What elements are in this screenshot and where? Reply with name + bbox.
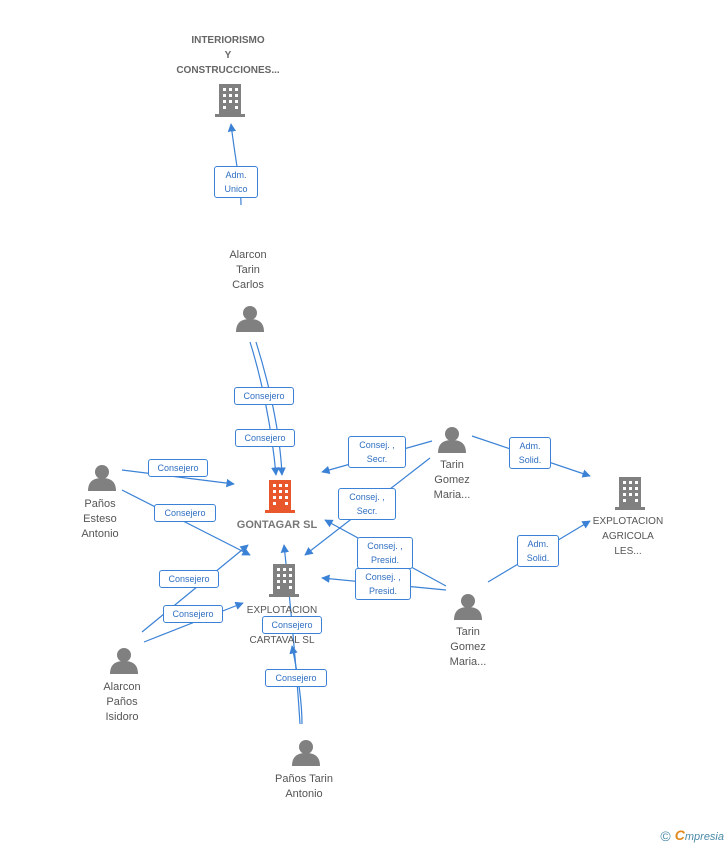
edge-consejero-5 [141, 544, 249, 633]
edge-label-line: Consej. , [349, 492, 385, 502]
label-line: INTERIORISMO [191, 35, 265, 46]
empresia-logo: ©Cmpresia [660, 827, 724, 844]
edge-label-line: Consejero [275, 673, 317, 683]
label-line: Alarcon [103, 681, 141, 693]
person-icon [438, 427, 466, 453]
label-line: EXPLOTACION [246, 605, 318, 616]
copyright-symbol: © [660, 828, 671, 844]
edge-label-line: Adm. [225, 170, 247, 180]
node-panos-esteso-label[interactable]: Paños Esteso Antonio [60, 497, 140, 542]
edge-label-line: Consej. , [359, 440, 395, 450]
label-line: LES... [614, 546, 642, 557]
label-line: GONTAGAR SL [236, 519, 318, 531]
edge-label-consej-presid-1[interactable]: Consej. , Presid. [357, 537, 413, 569]
edge-label-consejero-7[interactable]: Consejero [262, 616, 322, 634]
edge-label-line: Unico [224, 184, 248, 194]
edge-label-adm-solid-2[interactable]: Adm. Solid. [517, 535, 559, 567]
label-line: Tarin [440, 459, 464, 471]
edge-label-line: Consej. , [365, 572, 401, 582]
edge-label-line: Presid. [368, 586, 397, 596]
edge-label-line: Consejero [172, 609, 214, 619]
edge-label-line: Consejero [168, 574, 210, 584]
label-line: Carlos [232, 279, 264, 291]
edge-consejero-4 [121, 489, 251, 556]
edge-label-line: Secr. [356, 506, 378, 516]
edge-label-line: Adm. [527, 539, 549, 549]
label-line: Paños [106, 696, 138, 708]
node-interiorismo-label[interactable]: INTERIORISMO Y CONSTRUCCIONES... [158, 33, 298, 78]
edge-label-consej-secr-1[interactable]: Consej. , Secr. [348, 436, 406, 468]
edge-label-line: Solid. [526, 553, 550, 563]
label-line: Paños [84, 498, 116, 510]
person-icon [110, 648, 138, 674]
edge-label-adm-unico[interactable]: Adm. Unico [214, 166, 258, 198]
brand-name: mpresia [684, 831, 724, 843]
label-line: Y [224, 50, 232, 61]
edge-label-consejero-8[interactable]: Consejero [265, 669, 327, 687]
label-line: AGRICOLA [602, 531, 654, 542]
edge-label-line: Presid. [370, 555, 399, 565]
label-line: Esteso [83, 513, 117, 525]
node-tarin-gomez-2-label[interactable]: Tarin Gomez Maria... [428, 625, 508, 670]
label-line: Antonio [81, 528, 119, 540]
label-line: CARTAVAL SL [249, 635, 315, 646]
edge-label-line: Secr. [366, 454, 388, 464]
node-alarcon-isidoro-label[interactable]: Alarcon Paños Isidoro [82, 680, 162, 725]
edge-label-line: Adm. [519, 441, 541, 451]
brand-initial: C [674, 827, 685, 843]
edge-label-consej-presid-2[interactable]: Consej. , Presid. [355, 568, 411, 600]
label-line: Gomez [450, 641, 486, 653]
label-line: Gomez [434, 474, 470, 486]
edge-label-consejero-5[interactable]: Consejero [159, 570, 219, 588]
edge-label-consej-secr-2[interactable]: Consej. , Secr. [338, 488, 396, 520]
edge-label-line: Consejero [157, 463, 199, 473]
edge-label-adm-solid-1[interactable]: Adm. Solid. [509, 437, 551, 469]
edge-label-line: Consejero [271, 620, 313, 630]
edge-label-line: Solid. [518, 455, 542, 465]
node-tarin-gomez-1-label[interactable]: Tarin Gomez Maria... [412, 458, 492, 503]
label-line: Paños Tarin [275, 773, 333, 785]
edge-label-line: Consej. , [367, 541, 403, 551]
label-line: Antonio [285, 788, 323, 800]
node-gontagar-label[interactable]: GONTAGAR SL [222, 518, 332, 533]
edge-label-line: Consejero [164, 508, 206, 518]
label-line: EXPLOTACION [592, 516, 664, 527]
label-line: CONSTRUCCIONES... [176, 65, 280, 76]
edge-consejero-3 [121, 469, 235, 488]
person-icon [292, 740, 320, 766]
edge-label-consejero-3[interactable]: Consejero [148, 459, 208, 477]
edge-label-consejero-2[interactable]: Consejero [235, 429, 295, 447]
label-line: Tarin [236, 264, 260, 276]
person-icon [236, 306, 264, 332]
person-icon [88, 465, 116, 491]
building-icon [215, 84, 245, 117]
label-line: Isidoro [105, 711, 139, 723]
node-explotacion-les-label[interactable]: EXPLOTACION AGRICOLA LES... [582, 514, 674, 559]
building-icon [269, 564, 299, 597]
node-panos-tarin-label[interactable]: Paños Tarin Antonio [258, 772, 350, 802]
person-icon [454, 594, 482, 620]
edge-consejero-2 [255, 341, 286, 476]
node-alarcon-carlos-label[interactable]: Alarcon Tarin Carlos [206, 248, 290, 293]
building-icon [265, 480, 295, 513]
edge-label-consejero-6[interactable]: Consejero [163, 605, 223, 623]
label-line: Maria... [433, 489, 471, 501]
edge-label-line: Consejero [243, 391, 285, 401]
edge-label-line: Consejero [244, 433, 286, 443]
edge-label-consejero-1[interactable]: Consejero [234, 387, 294, 405]
label-line: Maria... [449, 656, 487, 668]
label-line: Alarcon [229, 249, 267, 261]
label-line: Tarin [456, 626, 480, 638]
edge-label-consejero-4[interactable]: Consejero [154, 504, 216, 522]
edge-consejero-1 [249, 341, 280, 476]
building-icon [615, 477, 645, 510]
